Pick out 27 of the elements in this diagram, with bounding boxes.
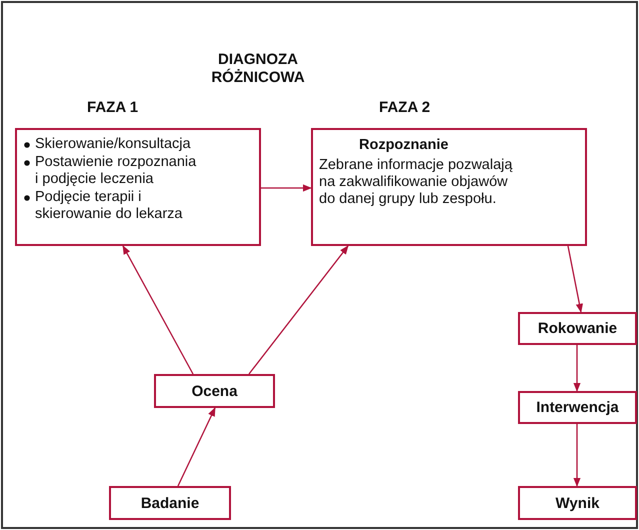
diagram-title: DIAGNOZA RÓŻNICOWA: [210, 51, 306, 87]
step-box: [518, 391, 637, 424]
step-label: Interwencja: [536, 399, 619, 416]
step-box: [154, 374, 275, 408]
phase-heading: FAZA 1: [87, 99, 138, 116]
step-label: Wynik: [556, 494, 600, 512]
arrow: [248, 245, 349, 374]
box-heading: Rozpoznanie: [359, 137, 450, 154]
step-box: [518, 486, 637, 520]
arrow: [573, 345, 581, 392]
step-box: [518, 312, 637, 345]
phase-heading: FAZA 2: [379, 99, 430, 116]
arrow: [122, 245, 194, 374]
arrow: [261, 184, 312, 192]
arrow: [573, 424, 581, 487]
bullet-text: Postawienie rozpoznania i podjęcie leczenia: [35, 154, 196, 187]
step-label: Badanie: [140, 494, 200, 512]
step-label: Ocena: [192, 382, 238, 400]
bullet-text: Podjęcie terapii i skierowanie do lekarza: [35, 189, 182, 222]
arrow: [177, 407, 216, 486]
box-description: Zebrane informacje pozwalają na zakwalifikowanie objawów do danej grupy lub zespołu.: [319, 157, 514, 208]
text-box: [311, 128, 587, 246]
bullet-text: Skierowanie/konsultacja: [35, 136, 191, 152]
step-box: [109, 486, 231, 520]
step-label: Rokowanie: [538, 320, 618, 337]
arrow: [567, 246, 583, 313]
text-box: [15, 128, 261, 246]
